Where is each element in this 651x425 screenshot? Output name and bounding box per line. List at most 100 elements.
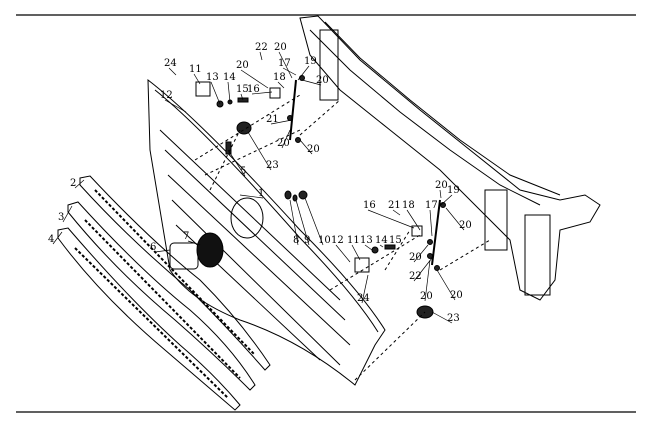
leader-line: [379, 244, 384, 248]
leader-line: [193, 73, 201, 85]
callout-20: 20: [316, 75, 329, 86]
leader-line: [239, 194, 264, 199]
callout-6: 6: [150, 242, 156, 253]
leader-line: [297, 65, 310, 81]
leader-line: [445, 207, 465, 231]
leader-line: [424, 259, 431, 302]
leader-line: [278, 51, 293, 79]
leader-line: [440, 194, 453, 206]
leader-line: [227, 149, 246, 177]
leader-line: [413, 257, 433, 282]
callout-16: 16: [363, 200, 376, 211]
leader-line: [282, 67, 297, 76]
leader-line: [281, 129, 291, 149]
callout-12: 12: [331, 235, 344, 246]
emblem: [169, 242, 199, 270]
callout-19: 19: [447, 185, 460, 196]
callout-1: 1: [258, 188, 264, 199]
leader-line: [439, 189, 442, 199]
callout-22: 22: [255, 42, 268, 53]
callout-20: 20: [274, 42, 287, 53]
leader-line: [240, 69, 269, 89]
leader-line: [431, 311, 453, 324]
callout-18: 18: [402, 200, 415, 211]
leader-line: [62, 205, 73, 223]
callout-14: 14: [375, 235, 388, 246]
leader-line: [247, 131, 272, 171]
leader-line: [277, 81, 285, 89]
leader-line: [251, 91, 273, 95]
callout-18: 18: [273, 72, 286, 83]
leader-line: [351, 244, 361, 261]
callout-21: 21: [388, 200, 401, 211]
leader-line: [299, 139, 313, 155]
callout-21: 21: [266, 114, 279, 125]
callout-23: 23: [447, 313, 460, 324]
leader-line: [227, 81, 231, 103]
grille-strip-2: [79, 175, 271, 371]
leader-line: [367, 209, 415, 229]
callout-23: 23: [266, 160, 279, 171]
leader-line: [436, 269, 456, 301]
callout-2: 2: [70, 178, 76, 189]
leader-line: [295, 199, 310, 246]
callout-24: 24: [164, 58, 177, 69]
callout-20: 20: [420, 291, 433, 302]
callout-13: 13: [360, 235, 373, 246]
callout-7: 7: [183, 231, 189, 242]
callout-13: 13: [206, 72, 219, 83]
callout-16: 16: [247, 84, 260, 95]
callout-17: 17: [425, 200, 438, 211]
leader-line: [304, 197, 324, 246]
leader-line: [259, 51, 263, 61]
callout-20: 20: [450, 290, 463, 301]
leader-line: [413, 244, 429, 263]
callout-14: 14: [223, 72, 236, 83]
leader-line: [210, 81, 221, 105]
leader-line: [335, 244, 351, 263]
leader-lines: [52, 51, 465, 324]
grille-strip-3: [67, 201, 256, 391]
leader-line: [240, 93, 244, 101]
leader-line: [74, 179, 85, 189]
rod-19-left: [289, 79, 297, 141]
callout-17: 17: [278, 58, 291, 69]
callout-8: 8: [293, 235, 299, 246]
callout-20: 20: [277, 138, 290, 149]
leader-line: [289, 199, 299, 246]
leader-line: [154, 249, 171, 253]
callout-9: 9: [304, 235, 310, 246]
callout-15: 15: [236, 84, 249, 95]
callout-5: 5: [240, 166, 246, 177]
leader-line: [301, 79, 322, 86]
callout-20: 20: [435, 180, 448, 191]
callout-20: 20: [409, 252, 422, 263]
callout-3: 3: [58, 212, 64, 223]
rod-19-right: [431, 199, 441, 266]
callout-11: 11: [347, 235, 360, 246]
front-frame-bracket: [299, 15, 601, 301]
leader-line: [429, 209, 433, 237]
leader-line: [406, 209, 421, 231]
leader-line: [187, 240, 201, 246]
leader-line: [168, 67, 177, 76]
grille-panel: [147, 78, 386, 386]
callout-11: 11: [189, 64, 202, 75]
leader-line: [364, 244, 373, 251]
callout-20: 20: [307, 144, 320, 155]
leader-line: [392, 209, 401, 216]
callout-20: 20: [236, 60, 249, 71]
grille-strip-4: [57, 227, 241, 411]
callout-4: 4: [48, 234, 54, 245]
callout-22: 22: [409, 271, 422, 282]
callout-20: 20: [459, 220, 472, 231]
fastener-parts: [195, 75, 446, 319]
callout-19: 19: [304, 56, 317, 67]
callout-10: 10: [318, 235, 331, 246]
callout-24: 24: [357, 293, 370, 304]
callout-15: 15: [389, 235, 402, 246]
emblem-mesh: [196, 232, 224, 268]
